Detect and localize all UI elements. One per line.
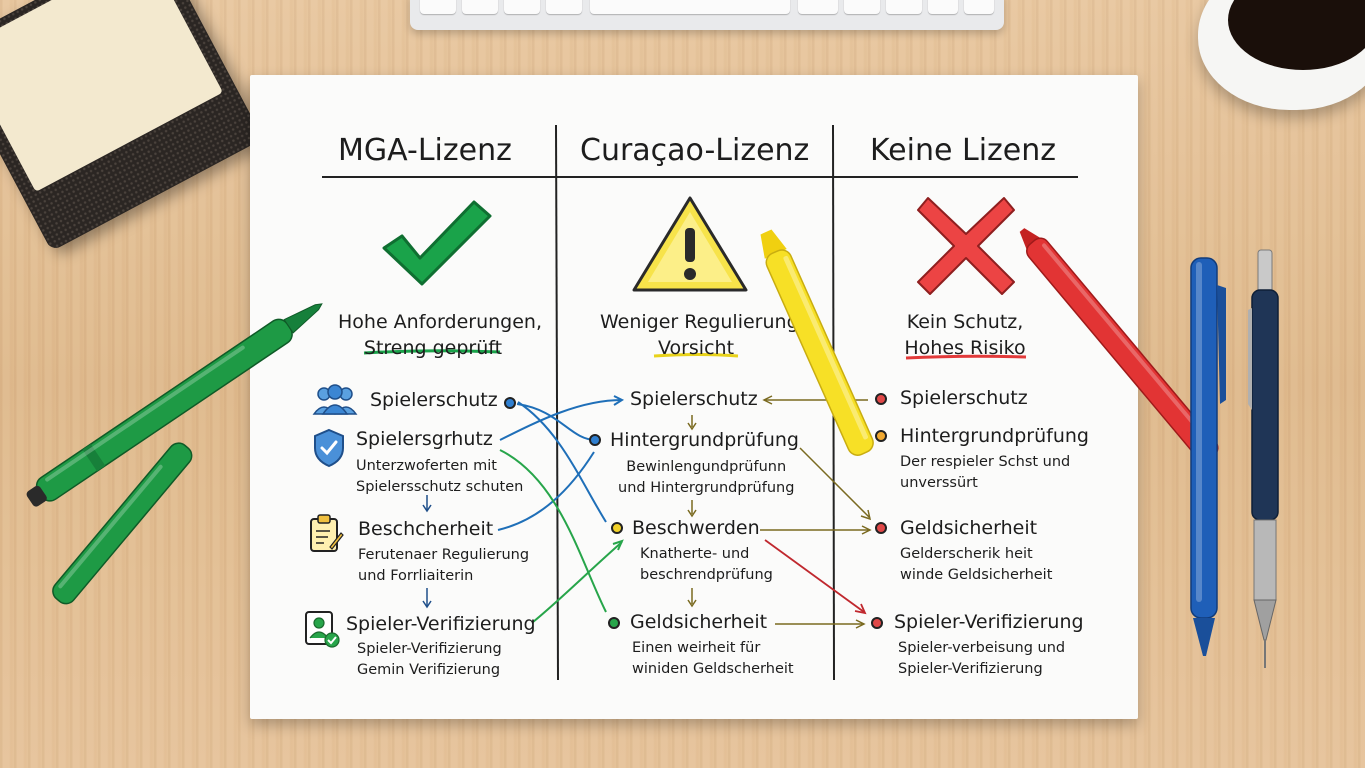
people-icon [312, 384, 358, 415]
green-marker [26, 303, 323, 507]
mid-item-2-label: Beschwerden [632, 517, 760, 539]
mid-item-2-desc: Knatherte- und beschrendprüfung [640, 546, 773, 584]
right-item-2-dot [875, 522, 887, 534]
subtitle-keine: Kein Schutz, Hohes Risiko [904, 311, 1026, 359]
coffee-mug [1198, 0, 1365, 120]
mid-item-3-dot [608, 617, 620, 629]
left-item-2-label: Beschcherheit [358, 518, 494, 540]
warning-triangle-icon [632, 196, 748, 292]
red-cross-icon [917, 197, 1015, 295]
right-item-1-dot [875, 430, 887, 442]
yellow-marker [760, 229, 874, 456]
mid-item-1-dot [589, 434, 601, 446]
right-item-1-label: Hintergrundprüfung [900, 425, 1089, 447]
green-marker-cap [52, 442, 193, 605]
verified-user-icon [305, 611, 340, 648]
right-item-0-label: Spielerschutz [900, 387, 1028, 409]
shield-icon [314, 428, 344, 468]
blue-pen [1190, 257, 1226, 656]
left-item-1-desc: Unterzwoferten mit Spielersschutz schute… [356, 458, 524, 496]
right-item-2-desc: Gelderscherik heit winde Geldsicherheit [900, 546, 1053, 584]
mid-item-3-label: Geldsicherheit [630, 611, 768, 633]
left-item-0-label: Spielerschutz [370, 389, 498, 411]
subtitle-curacao: Weniger Regulierung, Vorsicht [600, 311, 805, 359]
title-mga: MGA-Lizenz [338, 133, 512, 168]
left-item-0-dot [504, 397, 516, 409]
green-check-icon [382, 200, 492, 286]
right-item-0-dot [875, 393, 887, 405]
left-item-3-desc: Spieler-Verifizierung Gemin Verifizierun… [357, 641, 502, 679]
right-item-1-desc: Der respieler Schst und unverssürt [900, 454, 1071, 492]
mid-item-1-desc: Bewinlengundprüfunn und Hintergrundprüfu… [618, 459, 795, 497]
right-item-3-desc: Spieler-verbeisung und Spieler-Verifizie… [898, 640, 1066, 678]
title-keine: Keine Lizenz [870, 133, 1056, 168]
left-item-2-desc: Ferutenaer Regulierung und Forrliaiterin [358, 547, 530, 585]
mechanical-pencil [1248, 249, 1279, 668]
mid-item-2-dot [611, 522, 623, 534]
left-item-3-label: Spieler-Verifizierung [346, 613, 536, 635]
mid-item-1-label: Hintergrundprüfung [610, 429, 799, 451]
title-curacao: Curaçao-Lizenz [580, 133, 810, 168]
left-item-1-label: Spielersgrhutz [356, 428, 493, 450]
keyboard [410, 0, 1004, 30]
clipboard-icon [310, 514, 344, 552]
paper-sheet [250, 75, 1138, 719]
mid-item-0-label: Spielerschutz [630, 388, 758, 410]
right-item-2-label: Geldsicherheit [900, 517, 1038, 539]
right-item-3-label: Spieler-Verifizierung [894, 611, 1084, 633]
red-marker [1019, 228, 1219, 462]
right-item-3-dot [871, 617, 883, 629]
mid-item-3-desc: Einen weirheit für winiden Geldscherheit [632, 640, 794, 678]
subtitle-mga: Hohe Anforderungen, Streng geprüft [338, 311, 542, 359]
